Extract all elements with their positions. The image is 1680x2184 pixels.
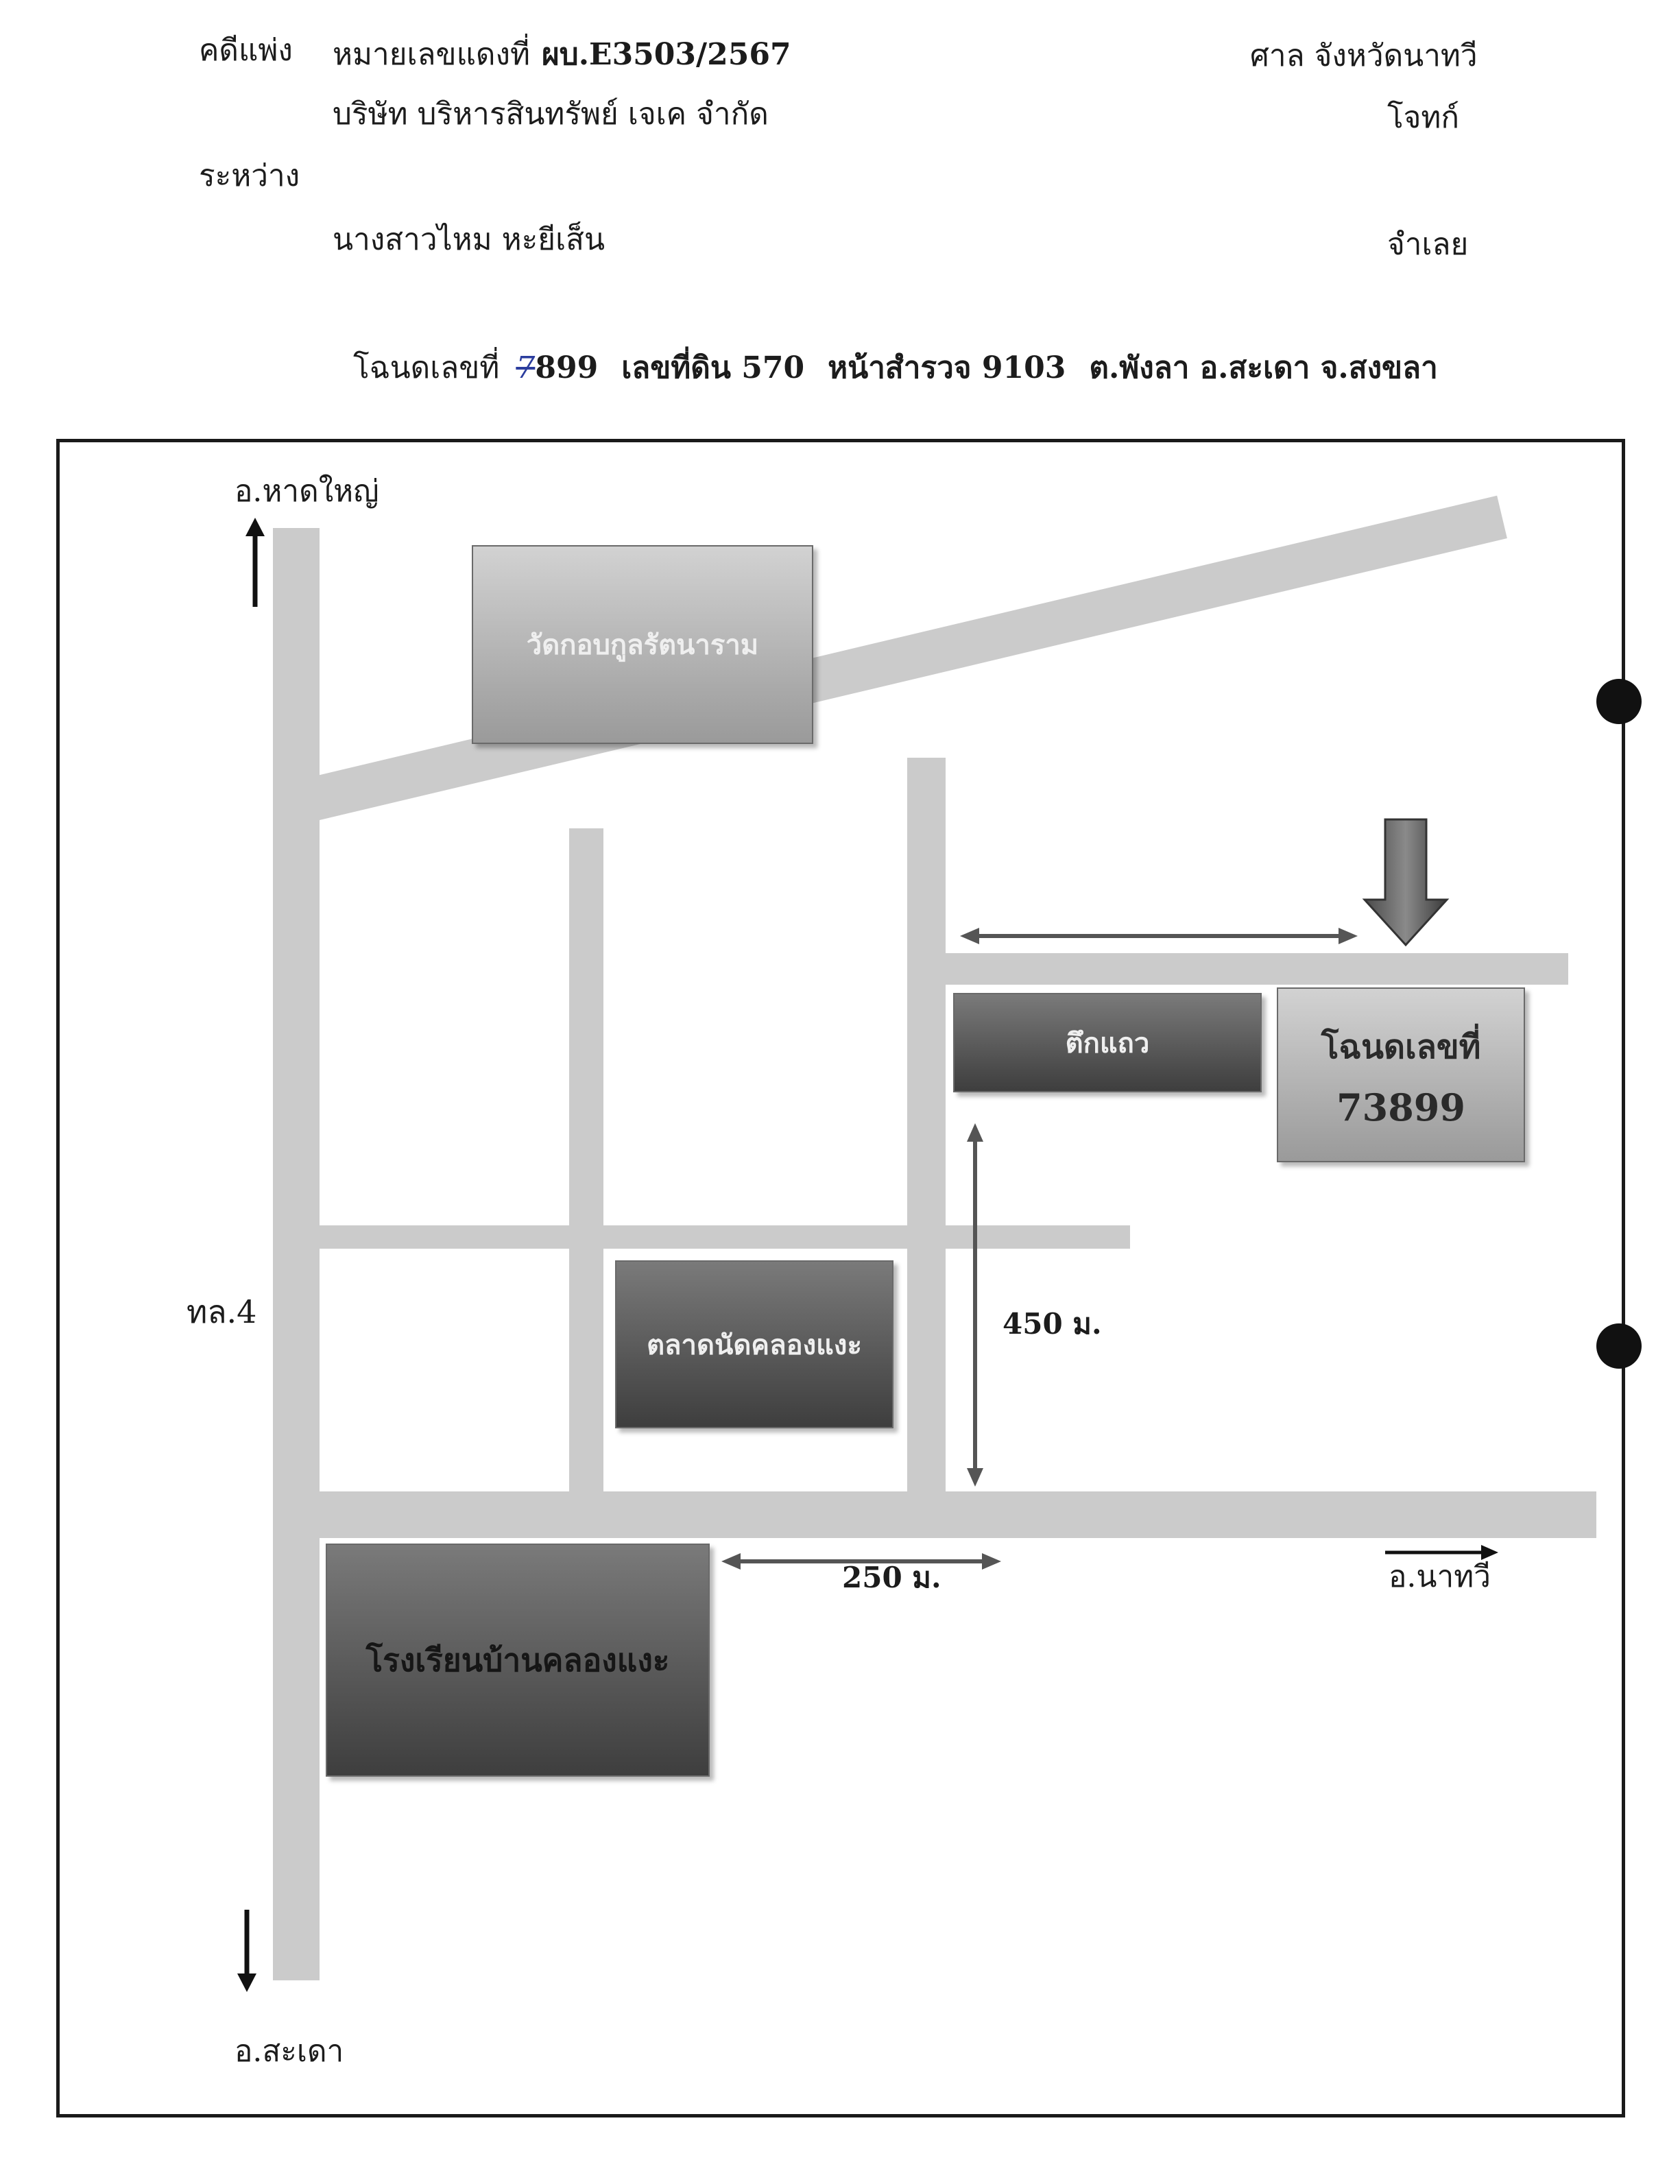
shophouse-box: ตึกแถว: [953, 993, 1262, 1092]
south-arrow-icon: [237, 1910, 256, 1992]
defendant-role: จำเลย: [1387, 227, 1469, 262]
market-label: ตลาดนัดคลองแงะ: [647, 1328, 862, 1361]
south-direction-label: อ.สะเดา: [235, 2034, 344, 2069]
binder-hole-bottom: [1596, 1323, 1642, 1369]
deed-prefix-handwritten: 7: [516, 350, 536, 385]
distance-450m-arrow-icon: [967, 1123, 983, 1487]
parcel-pointer-arrow-icon: [1362, 818, 1450, 947]
school-label: โรงเรียนบ้านคลองแงะ: [365, 1641, 670, 1679]
distance-250m-arrow-icon: [721, 1553, 1001, 1570]
land-number: เลขที่ดิน 570: [621, 350, 805, 385]
north-direction-label: อ.หาดใหญ่: [235, 474, 379, 509]
court-name: ศาล จังหวัดนาทวี: [1250, 38, 1478, 73]
parcel-box: โฉนดเลขที่ 73899: [1277, 987, 1525, 1162]
parcel-label-line2: 73899: [1336, 1085, 1465, 1129]
deed-label: โฉนดเลขที่: [353, 350, 500, 385]
case-number-label: หมายเลขแดงที่: [333, 37, 530, 72]
map-frame: [56, 439, 1625, 2117]
location: ต.พังลา อ.สะเดา จ.สงขลา: [1089, 350, 1438, 385]
school-box: โรงเรียนบ้านคลองแงะ: [326, 1544, 710, 1777]
plaintiff-role: โจทก์: [1387, 100, 1460, 135]
main-road-east: [320, 1491, 1596, 1538]
shophouse-label: ตึกแถว: [1065, 1027, 1150, 1059]
survey-number: หน้าสำรวจ 9103: [828, 350, 1066, 385]
temple-box: วัดกอบกูลรัตนาราม: [472, 545, 813, 744]
deed-suffix: 899: [535, 350, 599, 385]
between-label: ระหว่าง: [199, 158, 300, 193]
market-box: ตลาดนัดคลองแงะ: [615, 1260, 893, 1428]
temple-label: วัดกอบกูลรัตนาราม: [526, 629, 759, 661]
defendant-name: นางสาวไหม หะยีเส็น: [333, 222, 605, 257]
distance-horizontal-label: 250 ม.: [842, 1561, 941, 1594]
parcel-access-road: [946, 953, 1568, 985]
east-arrow-icon: [1385, 1545, 1498, 1560]
case-number: ผบ.E3503/2567: [542, 37, 791, 72]
side-road-1: [569, 828, 603, 1491]
side-road-2: [907, 758, 946, 1491]
plaintiff-name: บริษัท บริหารสินทรัพย์ เจเค จำกัด: [333, 97, 769, 132]
cross-road-middle: [320, 1225, 1130, 1249]
case-type: คดีแพ่ง: [199, 33, 293, 68]
deed-title-line: โฉนดเลขที่ 7899 เลขที่ดิน 570 หน้าสำรวจ …: [353, 353, 1438, 383]
parcel-label-line1: โฉนดเลขที่: [1321, 1027, 1481, 1066]
highway-4-road: [273, 528, 320, 1980]
north-arrow-icon: [245, 518, 265, 607]
highway-label: ทล.4: [187, 1293, 257, 1330]
distance-vertical-label: 450 ม.: [1003, 1307, 1102, 1341]
binder-hole-top: [1596, 679, 1642, 724]
east-direction-label: อ.นาทวี: [1389, 1559, 1491, 1594]
frontage-double-arrow-icon: [960, 928, 1358, 944]
